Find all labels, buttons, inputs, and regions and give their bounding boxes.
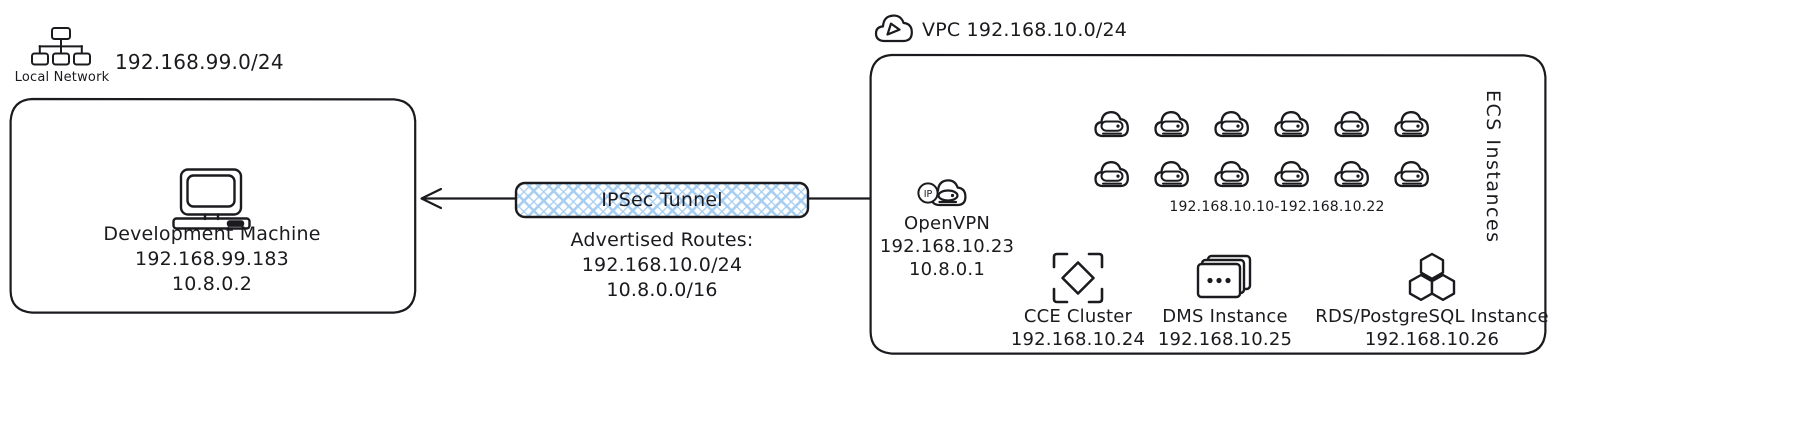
dev-machine-vpn-ip: 10.8.0.2: [171, 273, 253, 295]
rds-postgresql-ip: 192.168.10.26: [1364, 329, 1500, 350]
vpc-box: [868, 53, 1548, 356]
dms-instance-icon: [1196, 254, 1254, 302]
dev-machine-name: Development Machine: [103, 223, 321, 245]
desktop-computer-icon: [172, 168, 252, 230]
ecs-ip-range: 192.168.10.10-192.168.10.22: [1169, 199, 1385, 215]
cce-cluster-ip: 192.168.10.24: [1010, 329, 1146, 350]
openvpn-cloud-icon: IP: [916, 170, 970, 210]
network-hierarchy-icon: [30, 26, 92, 68]
dms-instance-name: DMS Instance: [1162, 306, 1288, 327]
rds-postgresql-icon: [1405, 252, 1459, 302]
dms-instance-ip: 192.168.10.25: [1157, 329, 1293, 350]
cce-cluster-name: CCE Cluster: [1023, 306, 1133, 327]
openvpn-name: OpenVPN: [903, 213, 991, 234]
advertised-route-2: 10.8.0.0/16: [606, 279, 718, 301]
advertised-routes-title: Advertised Routes:: [570, 229, 754, 251]
tunnel-left-connector: [415, 184, 521, 214]
advertised-route-1: 192.168.10.0/24: [581, 254, 743, 276]
rds-postgresql-name: RDS/PostgreSQL Instance: [1315, 306, 1549, 327]
dev-machine-lan-ip: 192.168.99.183: [135, 248, 289, 270]
openvpn-vpn-ip: 10.8.0.1: [908, 259, 986, 280]
cce-cluster-icon: [1052, 252, 1104, 304]
ecs-instances-row-2: [1094, 150, 1466, 190]
ipsec-tunnel-box: [514, 181, 810, 219]
local-network-cidr: 192.168.99.0/24: [115, 50, 284, 74]
ecs-group-label: ECS Instances: [1482, 90, 1504, 244]
openvpn-ip-badge-text: IP: [924, 189, 933, 200]
cloud-vpc-icon: [874, 12, 914, 44]
openvpn-private-ip: 192.168.10.23: [879, 236, 1015, 257]
vpc-label: VPC 192.168.10.0/24: [922, 19, 1128, 41]
local-network-icon-label: Local Network: [14, 70, 110, 85]
ecs-instances-row-1: [1094, 100, 1466, 140]
ipsec-tunnel-label: IPSec Tunnel: [601, 189, 723, 211]
